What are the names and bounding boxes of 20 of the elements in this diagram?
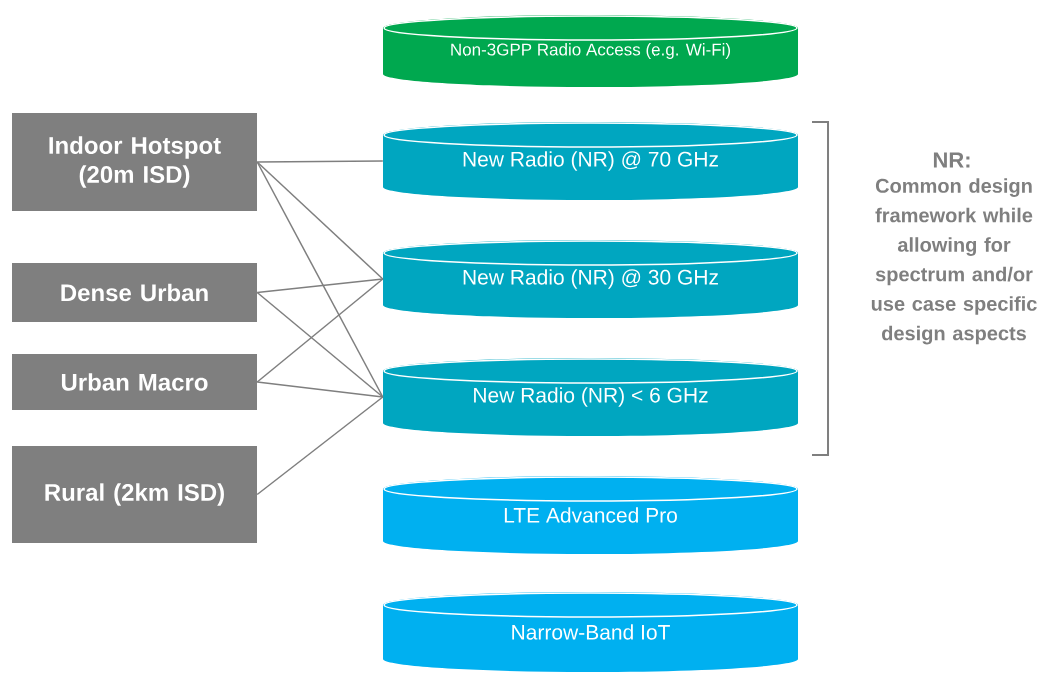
connector-line [256, 161, 384, 398]
note-heading: NR: [933, 152, 970, 168]
connector-line [256, 160, 384, 163]
connector-line [256, 396, 384, 496]
layer-cylinder: Narrow-Band IoT [383, 592, 798, 672]
scenario-box: Rural (2km ISD) [12, 446, 257, 543]
scenario-box: Dense Urban [12, 263, 257, 322]
connector-line [256, 291, 384, 398]
layer-cylinder: Non-3GPP Radio Access (e.g. Wi-Fi) [383, 15, 798, 87]
layer-cylinder: New Radio (NR) @ 30 GHz [383, 240, 798, 318]
layer-cylinder: New Radio (NR) < 6 GHz [383, 358, 798, 436]
connector-line [256, 278, 384, 383]
connector-line [256, 161, 384, 280]
note-text: Common design framework while allowing for spectrum and/or use case specific design aspects [871, 178, 1037, 345]
layer-cylinder: New Radio (NR) @ 70 GHz [383, 122, 798, 200]
scenario-box: Urban Macro [12, 354, 257, 410]
layer-cylinder: LTE Advanced Pro [383, 476, 798, 554]
scenario-box: Indoor Hotspot (20m ISD) [12, 113, 257, 211]
connector-line [256, 278, 384, 294]
connector-line [256, 381, 384, 398]
